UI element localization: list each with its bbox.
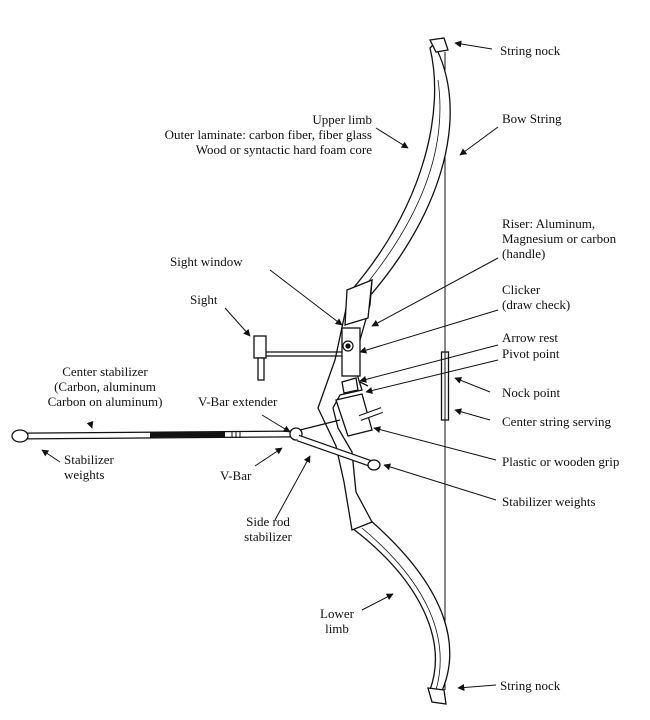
label-bow-string: Bow String (502, 111, 562, 126)
leader-lines (41, 40, 499, 691)
arrow-rest (341, 377, 359, 394)
label-riser: Riser: Aluminum, Magnesium or carbon (ha… (502, 216, 617, 261)
label-pivot-point: Pivot point (502, 346, 560, 361)
label-clicker: Clicker (draw check) (502, 282, 571, 312)
label-upper-limb: Upper limb Outer laminate: carbon fiber,… (164, 112, 372, 157)
label-arrow-rest: Arrow rest (502, 330, 558, 345)
label-center-stabilizer: Center stabilizer (Carbon, aluminum Carb… (47, 364, 163, 409)
sight-window-block (344, 278, 373, 326)
label-v-bar-extender: V-Bar extender (198, 394, 278, 409)
label-string-nock-top: String nock (500, 43, 561, 58)
string-nock-bottom (427, 687, 447, 705)
label-v-bar: V-Bar (220, 468, 252, 483)
sight-plate (341, 327, 361, 377)
label-center-string-serving: Center string serving (502, 414, 612, 429)
upper-limb (348, 42, 451, 299)
bow (11, 37, 451, 705)
label-sight: Sight (190, 292, 218, 307)
sight-mount (253, 335, 267, 359)
label-stabilizer-weights-left: Stabilizer weights (64, 452, 114, 482)
label-sight-window: Sight window (170, 254, 243, 269)
label-plastic-grip: Plastic or wooden grip (502, 454, 620, 469)
grip (335, 393, 373, 437)
label-string-nock-bottom: String nock (500, 678, 561, 693)
string-nock-top (429, 37, 449, 53)
label-nock-point: Nock point (502, 385, 561, 400)
clicker-wheel (342, 340, 354, 352)
stabilizer-weight-end (11, 429, 29, 443)
label-lower-limb: Lower limb (320, 606, 354, 636)
label-stabilizer-weights-right: Stabilizer weights (502, 494, 596, 509)
label-side-rod-stabilizer: Side rod stabilizer (244, 514, 292, 544)
